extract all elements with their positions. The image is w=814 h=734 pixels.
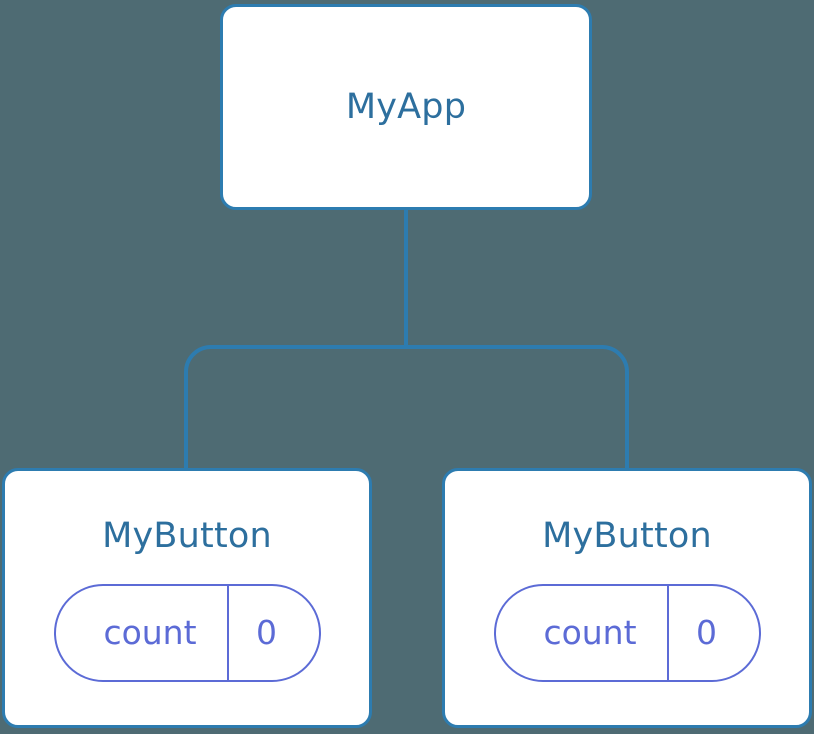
node-title: MyButton — [102, 515, 272, 556]
node-title: MyApp — [345, 86, 467, 127]
node-title: MyButton — [542, 515, 712, 556]
state-key: count — [496, 585, 669, 680]
edge-root-to-child-left — [184, 345, 406, 470]
state-value: 0 — [256, 613, 277, 652]
state-key: count — [56, 585, 229, 680]
tree-node-mybutton-1[interactable]: MyButton count 0 — [2, 468, 372, 728]
state-pill[interactable]: count 0 — [493, 583, 761, 682]
tree-node-myapp[interactable]: MyApp — [220, 4, 592, 210]
state-value: 0 — [696, 613, 717, 652]
state-pill[interactable]: count 0 — [53, 583, 321, 682]
edge-root-to-child-right — [406, 345, 629, 470]
tree-node-mybutton-2[interactable]: MyButton count 0 — [442, 468, 812, 728]
